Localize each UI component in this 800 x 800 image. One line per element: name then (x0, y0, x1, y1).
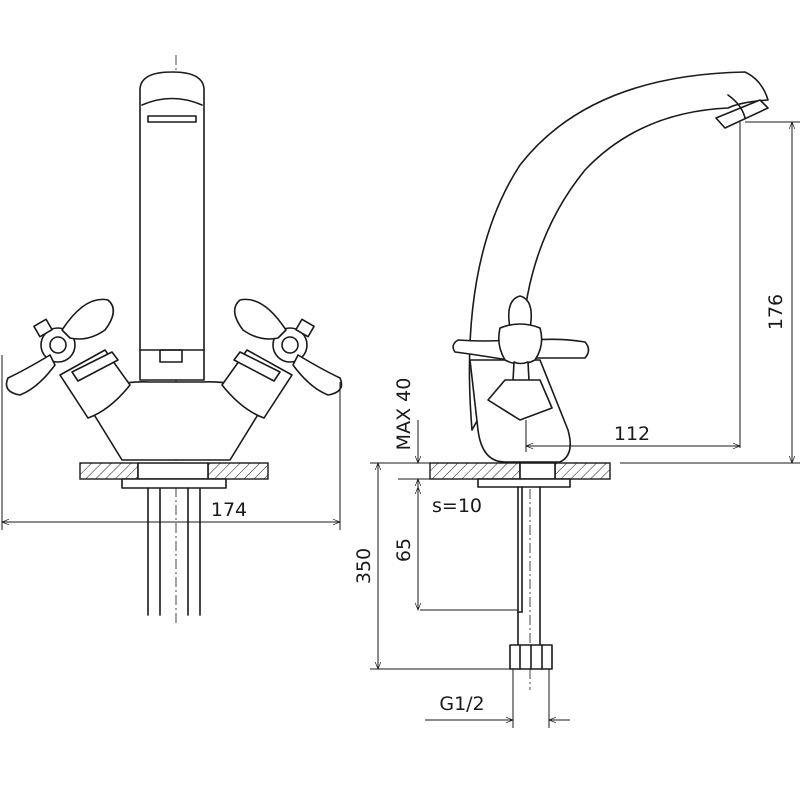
side-view: 176 112 MAX 40 s=10 65 350 G1/2 (353, 71, 800, 728)
front-countertop-left (79, 462, 139, 480)
front-view: 174 (1, 55, 343, 625)
dim-total-length: 350 (353, 548, 375, 584)
side-spout (468, 71, 769, 431)
front-countertop-right (207, 462, 269, 480)
dim-side-height: 176 (765, 294, 787, 330)
dim-thread-length: 65 (393, 538, 415, 562)
dim-spout-reach: 112 (614, 423, 650, 445)
side-valve-handle (452, 295, 590, 421)
side-countertop-left (429, 462, 521, 480)
dim-wall: s=10 (432, 495, 482, 517)
dim-max-thickness: MAX 40 (393, 378, 415, 451)
dim-front-width: 174 (211, 499, 247, 521)
left-valve (5, 298, 131, 419)
front-supply-pipes (147, 487, 201, 616)
dim-thread: G1/2 (439, 693, 484, 715)
side-countertop-right (554, 462, 611, 480)
front-spout (139, 71, 205, 381)
right-valve (221, 298, 343, 419)
